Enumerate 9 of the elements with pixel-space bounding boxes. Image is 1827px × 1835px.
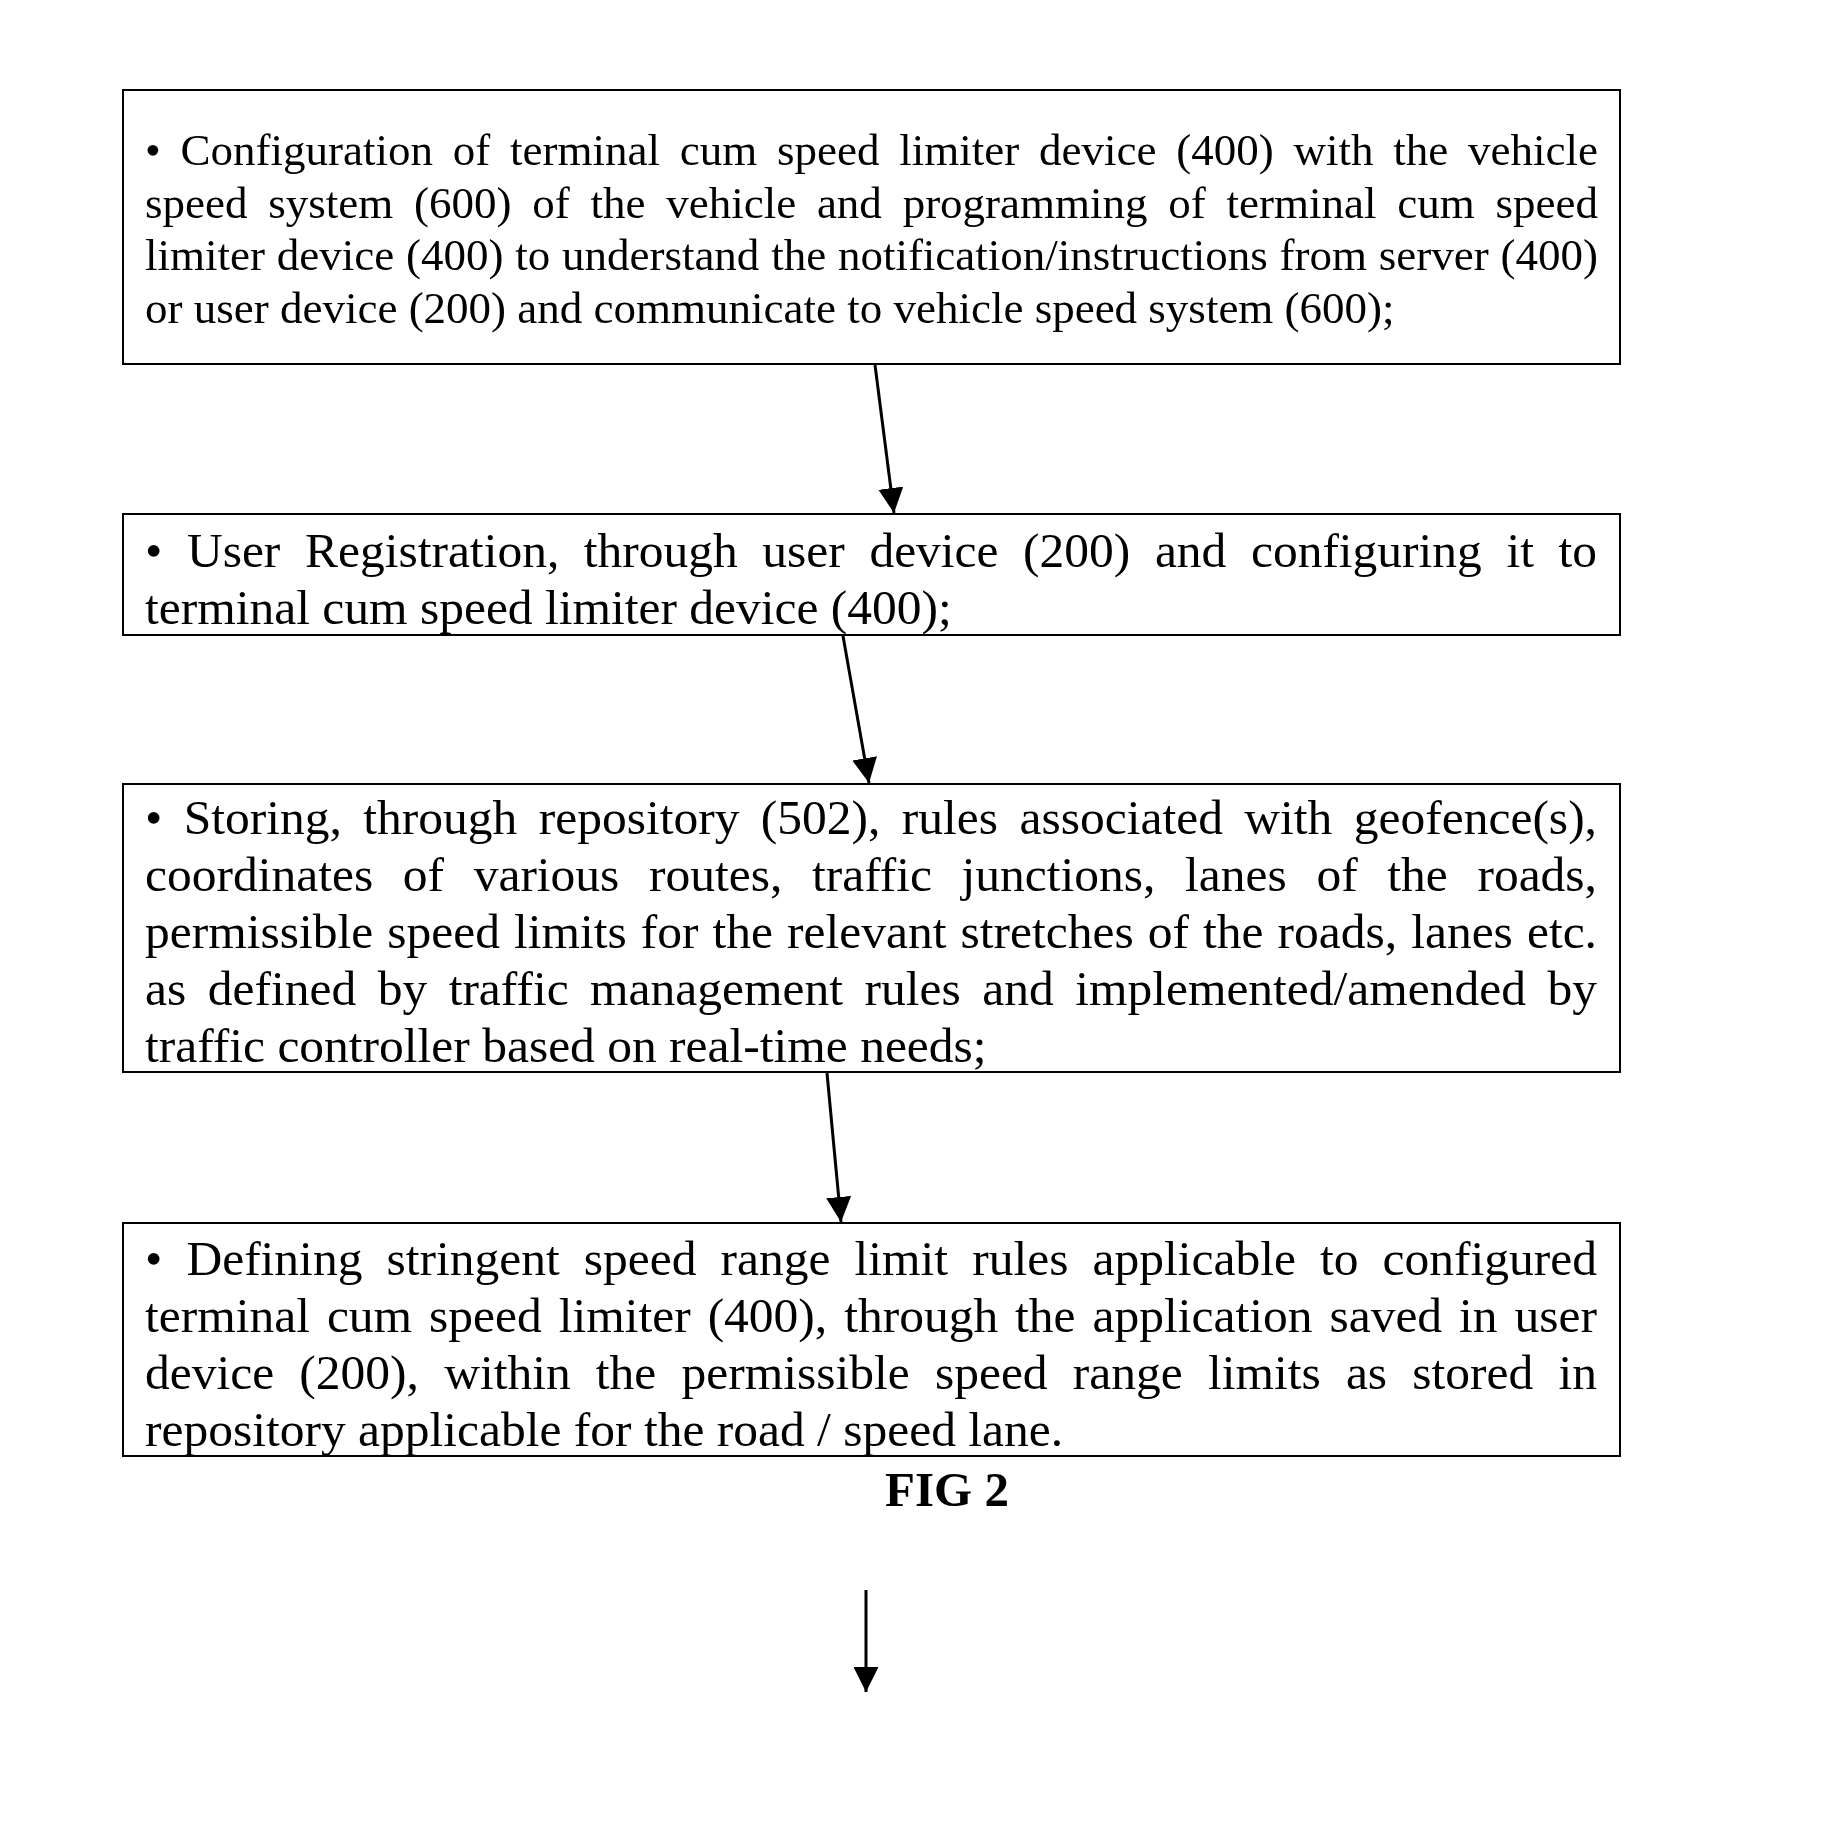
arrow [873,364,904,514]
step-text: • Defining stringent speed range limit rules applicable to configured terminal cum speed limiter (400), through the application saved in user device (200), within the permissible speed range limits as stored in repository applicable for the road / speed lane. [145,1230,1597,1457]
step-text: • Storing, through repository (502), rules associated with geofence(s), coordinates of various routes, traffic junctions, lanes of the roads, permissible speed limits for the relevant stretches of the roads, lanes etc. as defined by traffic management rules and implemented/amended by traffic controller based on real-time needs; [145,789,1597,1073]
arrow [825,1072,852,1223]
step-text: • Configuration of terminal cum speed limiter device (400) with the vehicle speed system (600) of the vehicle and programming of terminal cum speed limiter device (400) to understand the notification/instructions from server (400) or user device (200) and communicate to vehicle speed system (600); [145,125,1598,334]
process-box [122,89,1621,365]
figure-caption: FIG 2 [885,1460,1009,1518]
arrow [841,635,877,784]
step-text: • User Registration, through user device (200) and configuring it to terminal cum speed limiter device (400); [145,522,1597,635]
